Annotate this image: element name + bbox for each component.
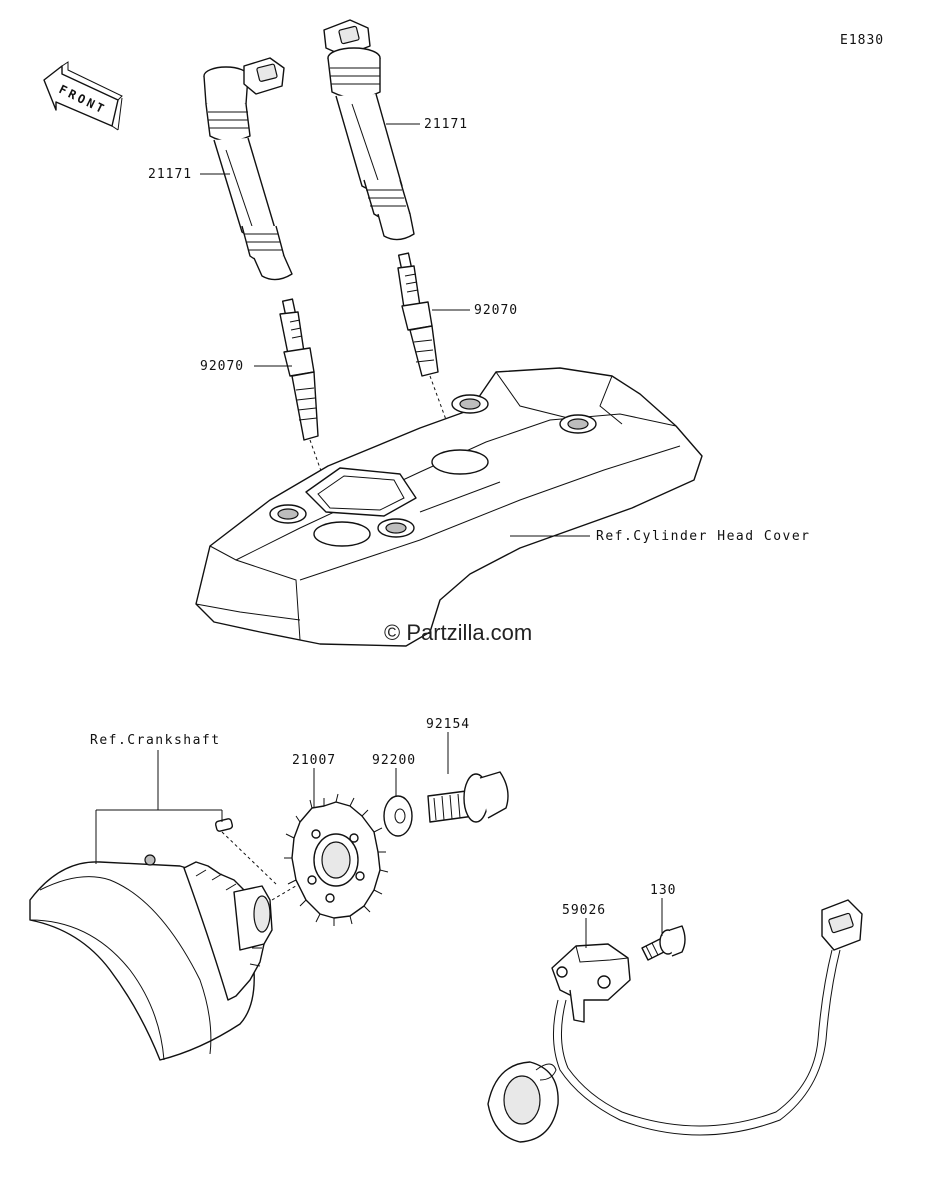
watermark-text: © Partzilla.com: [384, 620, 532, 645]
spark-plug-left: [279, 298, 319, 441]
crankshaft: [29, 818, 273, 1061]
diagram-code: E1830: [840, 33, 884, 48]
label-plug-right: 92070: [474, 303, 518, 318]
rotor-bolt: [427, 771, 509, 823]
sensor-harness: [487, 899, 863, 1143]
watermark: © Partzilla.com: [384, 620, 532, 645]
label-ref-head-cover: Ref.Cylinder Head Cover: [596, 529, 811, 544]
timing-rotor: [284, 793, 389, 926]
ignition-coil-right: [323, 19, 415, 241]
crank-position-sensor: [551, 943, 631, 1023]
label-washer: 92200: [372, 753, 416, 768]
label-coil-right: 21171: [424, 117, 468, 132]
cylinder-head-cover: [195, 367, 703, 647]
label-sensor-bolt: 130: [650, 883, 676, 898]
spark-plug-right: [397, 252, 439, 377]
label-rotor: 21007: [292, 753, 336, 768]
washer: [383, 795, 413, 837]
front-arrow-icon: FRONT: [43, 61, 123, 131]
sensor-bolt: [641, 925, 686, 961]
ignition-coil-left: [203, 57, 293, 281]
label-ref-crankshaft: Ref.Crankshaft: [90, 733, 221, 748]
label-plug-left: 92070: [200, 359, 244, 374]
label-sensor: 59026: [562, 903, 606, 918]
label-coil-left: 21171: [148, 167, 192, 182]
label-rotor-bolt: 92154: [426, 717, 470, 732]
